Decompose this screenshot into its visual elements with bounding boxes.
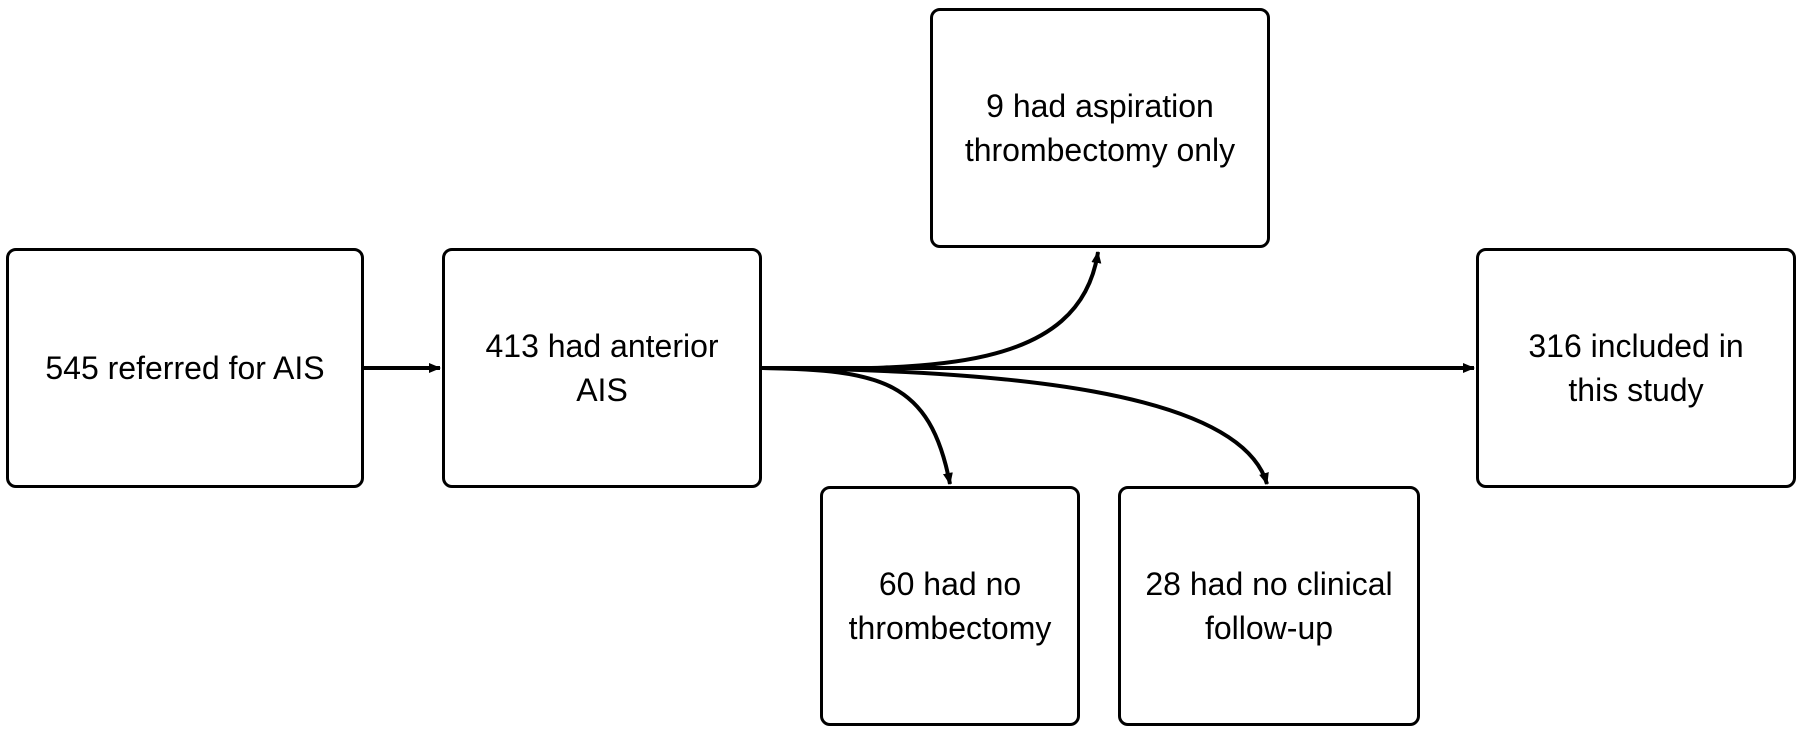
box-no-thrombectomy-label: 60 had no thrombectomy bbox=[848, 566, 1052, 646]
box-anterior-label: 413 had anterior AIS bbox=[485, 328, 719, 408]
box-no-clinical-followup: 28 had no clinical follow-up bbox=[1118, 486, 1420, 726]
box-aspiration-only: 9 had aspiration thrombectomy only bbox=[930, 8, 1270, 248]
box-aspiration-label: 9 had aspiration thrombectomy only bbox=[964, 88, 1236, 168]
box-included-in-study: 316 included in this study bbox=[1476, 248, 1796, 488]
box-referred-label: 545 referred for AIS bbox=[45, 350, 325, 386]
arrow-anterior-to-no-followup bbox=[761, 366, 1269, 485]
arrow-anterior-to-aspiration bbox=[761, 251, 1102, 371]
box-no-thrombectomy: 60 had no thrombectomy bbox=[820, 486, 1080, 726]
arrow-anterior-to-no-thrombectomy bbox=[761, 366, 953, 485]
box-no-followup-label: 28 had no clinical follow-up bbox=[1145, 566, 1393, 646]
box-anterior-ais: 413 had anterior AIS bbox=[442, 248, 762, 488]
box-referred-for-ais: 545 referred for AIS bbox=[6, 248, 364, 488]
box-included-label: 316 included in this study bbox=[1528, 328, 1744, 408]
